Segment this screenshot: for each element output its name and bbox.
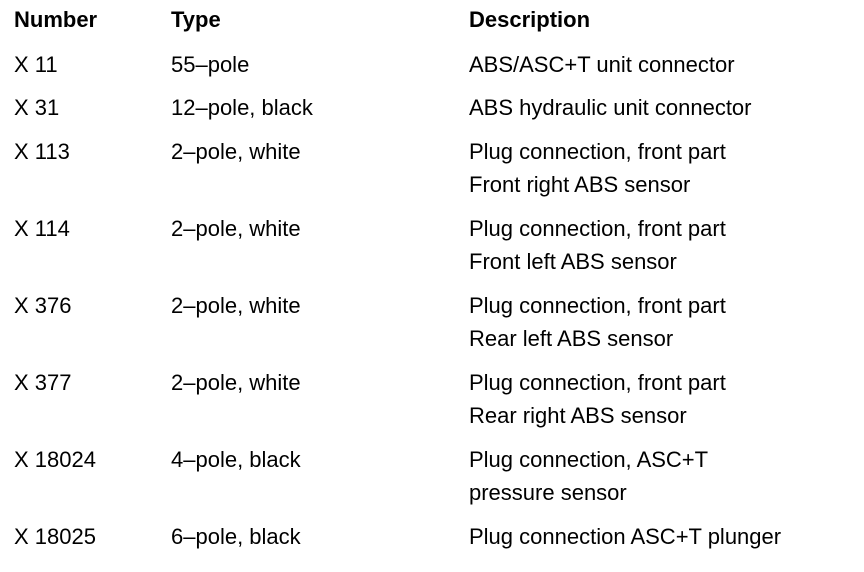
description-line: Rear left ABS sensor	[469, 326, 674, 351]
description-line: pressure sensor	[469, 480, 627, 505]
description-line: Front left ABS sensor	[469, 249, 677, 274]
description-line: Plug connection, front part	[469, 216, 726, 241]
cell-description: Plug connection, front part Front right …	[469, 135, 726, 201]
cell-description: Plug connection, ASC+T pressure sensor	[469, 443, 708, 509]
cell-number: X 11	[14, 52, 58, 77]
cell-number: X 18025	[14, 524, 96, 549]
cell-number: X 31	[14, 95, 60, 120]
description-line: ABS/ASC+T unit connector	[469, 52, 735, 77]
description-line: Rear right ABS sensor	[469, 403, 687, 428]
cell-type: 4–pole, black	[171, 447, 301, 472]
header-number: Number	[14, 7, 98, 32]
header-type: Type	[171, 7, 221, 32]
cell-description: Plug connection, front part Rear left AB…	[469, 289, 726, 355]
cell-type: 2–pole, white	[171, 139, 301, 164]
description-line: ABS hydraulic unit connector	[469, 95, 752, 120]
description-line: Front right ABS sensor	[469, 172, 691, 197]
cell-description: ABS/ASC+T unit connector	[469, 48, 735, 81]
description-line: Plug connection, ASC+T	[469, 447, 709, 472]
cell-number: X 114	[14, 216, 70, 241]
description-line: Plug connection, front part	[469, 370, 726, 395]
cell-type: 55–pole	[171, 52, 250, 77]
description-line: Plug connection, front part	[469, 293, 726, 318]
cell-type: 6–pole, black	[171, 524, 301, 549]
description-line: Plug connection ASC+T plunger	[469, 524, 782, 549]
cell-description: Plug connection, front part Front left A…	[469, 212, 726, 278]
cell-number: X 113	[14, 139, 70, 164]
header-description: Description	[469, 7, 591, 32]
cell-description: Plug connection ASC+T plunger	[469, 520, 781, 553]
cell-description: Plug connection, front part Rear right A…	[469, 366, 726, 432]
cell-type: 2–pole, white	[171, 370, 301, 395]
description-line: Plug connection, front part	[469, 139, 726, 164]
cell-type: 2–pole, white	[171, 216, 301, 241]
cell-type: 2–pole, white	[171, 293, 301, 318]
cell-number: X 377	[14, 370, 72, 395]
table-header-row: Number Type Description	[14, 5, 854, 35]
cell-number: X 376	[14, 293, 72, 318]
cell-description: ABS hydraulic unit connector	[469, 91, 752, 124]
cell-type: 12–pole, black	[171, 95, 313, 120]
cell-number: X 18024	[14, 447, 96, 472]
